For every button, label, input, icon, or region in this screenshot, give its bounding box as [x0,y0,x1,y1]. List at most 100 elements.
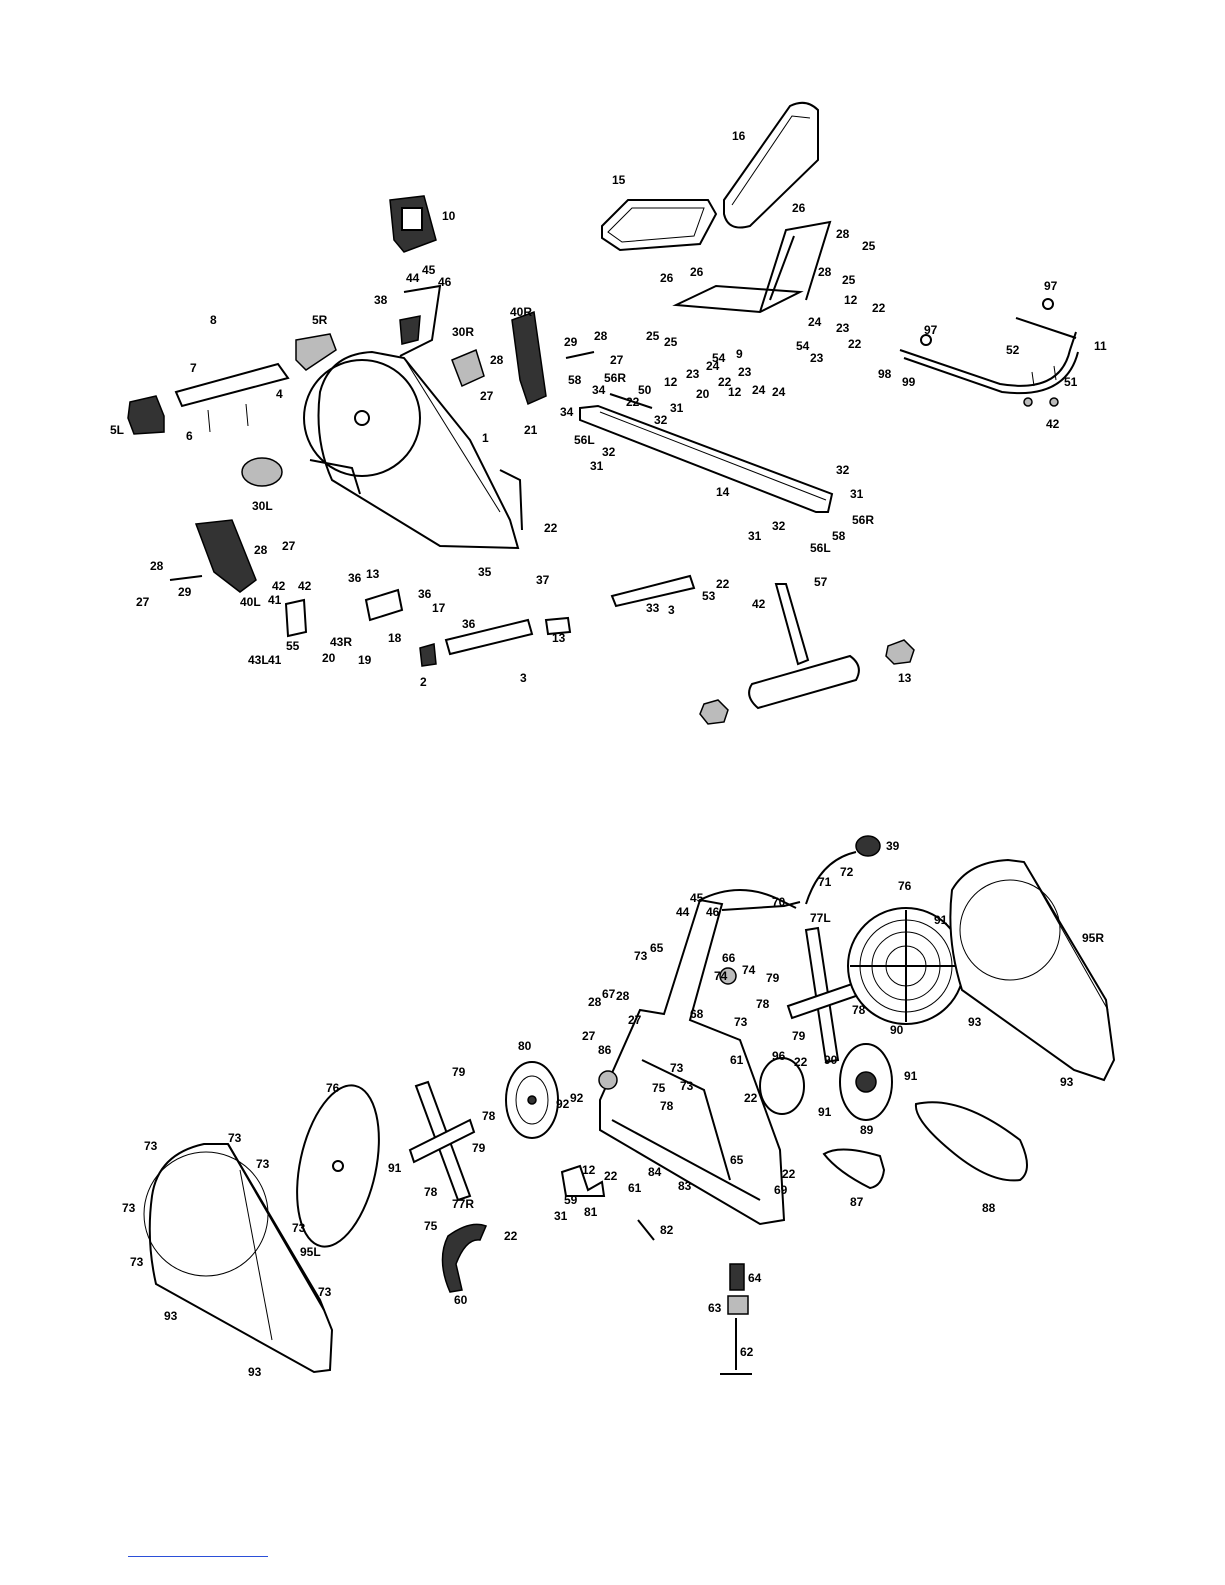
part-label: 72 [840,865,854,879]
part-label: 25 [862,239,876,253]
part-label: 28 [490,353,504,367]
part-label: 73 [734,1015,748,1029]
part-label: 31 [850,487,864,501]
part-label: 42 [272,579,286,593]
part-label: 28 [254,543,268,557]
part-label: 27 [136,595,150,609]
rear-stand [774,583,810,666]
part-label: 26 [690,265,704,279]
part-label: 22 [544,521,558,535]
leveler-3 [699,639,915,725]
part-label: 61 [730,1053,744,1067]
part-label: 29 [564,335,578,349]
part-label: 27 [582,1029,596,1043]
bottom-diagram-labels: 39 71 72 76 91 95R 45 70 44 46 77L 73 65… [122,839,1104,1379]
part-label: 33 [646,601,660,615]
bottom-diagram-drawing [143,835,1116,1375]
bearing-86 [598,1070,618,1090]
part-label: 62 [740,1345,754,1359]
part-label: 22 [626,395,640,409]
footer-rule [128,1556,268,1557]
part-label: 96 [772,1049,786,1063]
part-label: 24 [752,383,766,397]
brake-pad-60 [441,1223,487,1293]
part-label: 92 [556,1097,570,1111]
part-label: 28 [818,265,832,279]
part-label: 50 [638,383,652,397]
part-label: 59 [564,1193,578,1207]
part-label: 38 [374,293,388,307]
part-label: 34 [592,383,606,397]
part-label: 26 [660,271,674,285]
part-label: 91 [388,1161,402,1175]
part-label: 42 [298,579,312,593]
part-label: 4 [276,387,283,401]
part-label: 73 [130,1255,144,1269]
part-label: 9 [736,347,743,361]
part-label: 65 [650,941,664,955]
part-label: 56R [604,371,626,385]
part-label: 23 [738,365,752,379]
part-label: 79 [452,1065,466,1079]
part-label: 46 [438,275,452,289]
main-frame-tower [599,898,786,1226]
part-label: 91 [934,913,948,927]
part-label: 89 [860,1123,874,1137]
part-label: 63 [708,1301,722,1315]
part-label: 12 [582,1163,596,1177]
part-label: 45 [690,891,704,905]
part-label: 24 [808,315,822,329]
part-label: 31 [670,401,684,415]
brackets-43 [284,588,404,638]
part-label: 28 [836,227,850,241]
part-label: 93 [164,1309,178,1323]
part-label: 77R [452,1197,474,1211]
rear-stabilizer [444,618,534,656]
part-label: 40L [240,595,261,609]
part-label: 55 [286,639,300,653]
part-label: 74 [714,969,728,983]
part-label: 22 [782,1167,796,1181]
part-label: 78 [424,1185,438,1199]
part-label: 13 [366,567,380,581]
part-label: 1 [482,431,489,445]
part-label: 7 [190,361,197,375]
pedal-40L [194,519,257,593]
part-label: 30R [452,325,474,339]
flywheel-disc-76-left [296,1084,380,1248]
part-label: 73 [670,1061,684,1075]
part-label: 23 [686,367,700,381]
part-label: 56L [574,433,595,447]
part-label: 22 [718,375,732,389]
rear-handlebar [899,317,1077,387]
part-label: 97 [924,323,938,337]
part-label: 22 [872,301,886,315]
part-label: 69 [774,1183,788,1197]
part-label: 28 [588,995,602,1009]
seat-cushion [601,199,718,252]
part-label: 3 [520,671,527,685]
part-label: 73 [292,1221,306,1235]
bearing-66 [719,967,737,985]
part-label: 5L [110,423,124,437]
part-label: 31 [748,529,762,543]
part-label: 32 [772,519,786,533]
top-diagram-drawing [127,101,1079,725]
part-label: 97 [1044,279,1058,293]
part-label: 76 [326,1081,340,1095]
backrest-pad [723,101,819,229]
part-label: 22 [716,577,730,591]
part-label: 41 [268,653,282,667]
part-label: 12 [664,375,678,389]
part-label: 78 [482,1109,496,1123]
support-bar-17 [610,574,696,608]
part-label: 98 [878,367,892,381]
part-label: 95L [300,1245,321,1259]
part-label: 70 [772,895,786,909]
part-label: 51 [1064,375,1078,389]
part-label: 95R [1082,931,1104,945]
part-label: 20 [696,387,710,401]
part-label: 27 [610,353,624,367]
part-label: 18 [388,631,402,645]
part-label: 73 [256,1157,270,1171]
